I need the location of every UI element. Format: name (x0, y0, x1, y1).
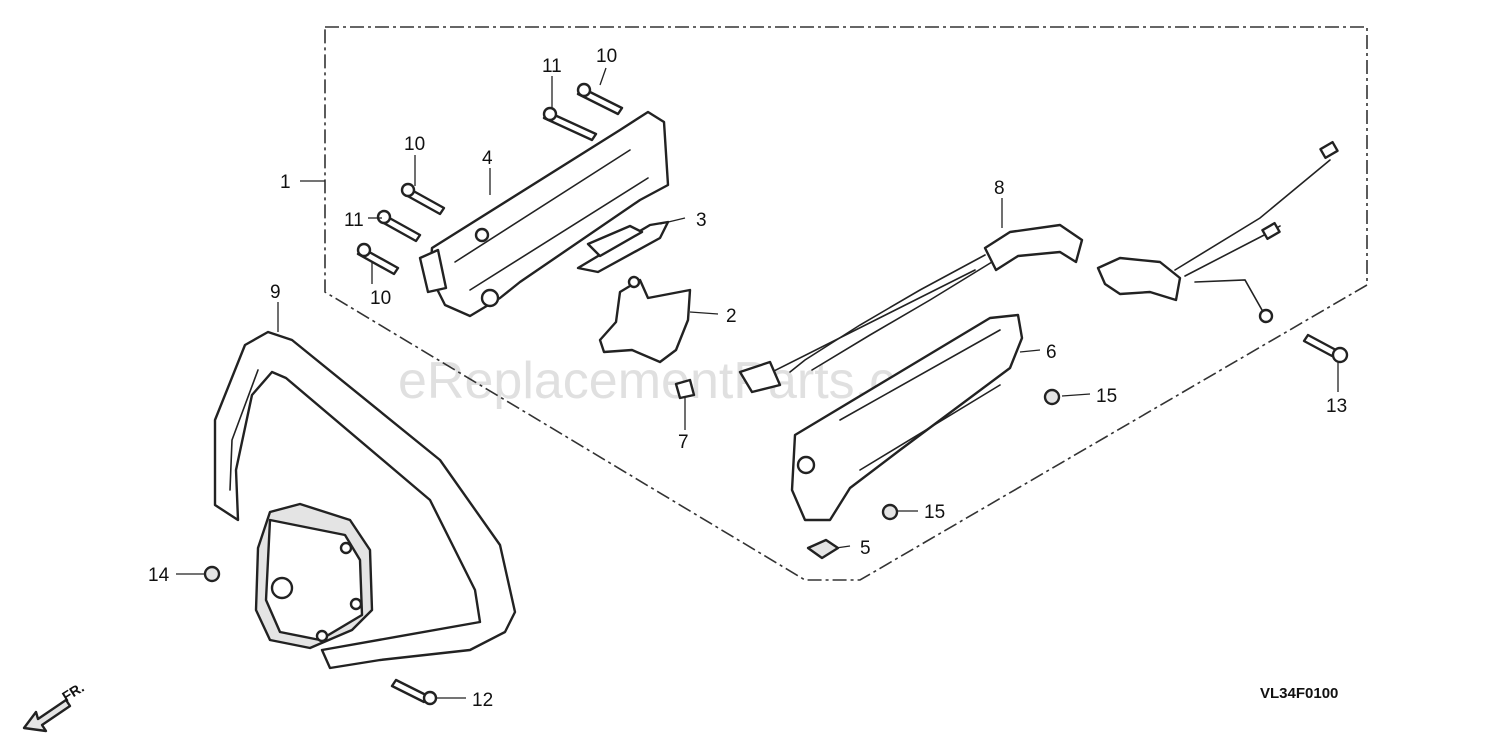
callout-2: 2 (726, 306, 737, 327)
callout-11-top: 11 (542, 56, 562, 77)
callout-6: 6 (1046, 342, 1057, 363)
loop-handle (213, 330, 517, 670)
lower-grip (790, 313, 1024, 522)
bolt-12 (390, 678, 430, 704)
bolts (356, 82, 1349, 364)
throttle-lever (598, 275, 692, 364)
callout-7: 7 (678, 432, 689, 453)
callout-3: 3 (696, 210, 707, 231)
callout-10-mid: 10 (404, 134, 425, 155)
callout-1: 1 (280, 172, 291, 193)
spring-part (674, 378, 696, 400)
callout-14: 14 (148, 565, 170, 586)
drawing-code: VL34F0100 (1260, 685, 1338, 702)
nut-14 (203, 565, 221, 583)
cap-part (806, 538, 840, 560)
front-direction-arrow: FR. (22, 679, 87, 733)
callout-5: 5 (860, 538, 871, 559)
callout-10-top: 10 (596, 46, 617, 67)
callout-13: 13 (1326, 396, 1347, 417)
callout-11-mid: 11 (344, 210, 364, 231)
throttle-clip (576, 220, 670, 274)
leader-lines (176, 67, 1339, 699)
assembly-boundary (324, 26, 1368, 581)
callout-15-upper: 15 (1096, 386, 1117, 407)
throttle-cable (738, 140, 1339, 394)
callout-15-lower: 15 (924, 502, 945, 523)
callout-12: 12 (472, 690, 493, 711)
callout-8: 8 (994, 178, 1005, 199)
callout-4: 4 (482, 148, 493, 169)
nut-lower (881, 503, 899, 521)
upper-handle-housing (418, 110, 670, 318)
callout-10-low: 10 (370, 288, 391, 309)
nut-upper (1043, 388, 1061, 406)
callout-9: 9 (270, 282, 281, 303)
